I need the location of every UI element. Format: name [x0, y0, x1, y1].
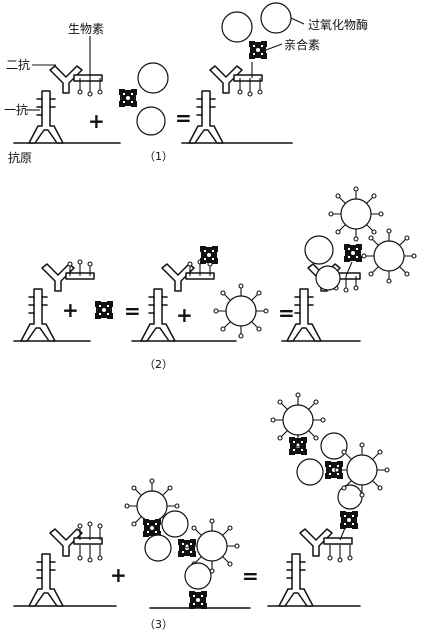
secondary-antibody — [209, 65, 263, 94]
peroxidase-circle — [296, 458, 324, 486]
plus-sign: + — [110, 563, 127, 587]
peroxidase-circle — [315, 265, 341, 291]
biotinylated-peroxidase — [361, 228, 417, 284]
biotin-group — [327, 527, 353, 563]
plus-sign: + — [88, 109, 105, 133]
peroxidase-circle — [260, 2, 292, 34]
plus-sign: + — [62, 298, 79, 322]
panel-2: + = + = （2） — [13, 186, 417, 371]
biotin-group — [77, 78, 103, 97]
primary-antibody — [140, 288, 176, 342]
peroxidase-circle — [137, 62, 169, 94]
abc-complex — [270, 392, 390, 529]
avidin — [95, 301, 113, 319]
primary-antibody — [278, 553, 314, 607]
primary-antibody — [188, 90, 224, 144]
peroxidase-circle — [304, 235, 334, 265]
primary-antibody — [28, 90, 64, 144]
avidin — [200, 246, 218, 264]
caption-panel-3: （3） — [144, 618, 173, 631]
abc-complex — [304, 186, 417, 291]
peroxidase-circle — [144, 534, 172, 562]
biotin-group — [237, 62, 263, 97]
secondary-antibody — [299, 528, 353, 557]
primary-antibody — [20, 288, 56, 342]
avidin — [249, 41, 267, 59]
label-primary-antibody: 一抗 — [4, 102, 28, 117]
panel-3: + = （3） — [13, 392, 390, 631]
equals-sign: = — [278, 301, 295, 325]
secondary-antibody — [161, 263, 215, 292]
avidin — [119, 89, 137, 107]
secondary-antibody — [49, 528, 103, 557]
peroxidase-circle — [136, 106, 166, 136]
peroxidase-circle — [184, 562, 212, 590]
biotin-group — [67, 259, 93, 276]
label-peroxidase: 过氧化物酶 — [308, 17, 368, 32]
equals-sign: = — [175, 106, 192, 130]
secondary-antibody — [49, 65, 103, 94]
enzyme-complex — [221, 2, 292, 59]
label-antigen: 抗原 — [8, 150, 32, 165]
peroxidase-circle — [221, 11, 253, 43]
biotinylated-peroxidase — [334, 442, 390, 498]
avidin — [340, 511, 358, 529]
caption-panel-1: （1） — [144, 150, 173, 163]
biotin-group — [333, 276, 359, 293]
peroxidase-circle — [320, 432, 348, 460]
biotin-group — [77, 521, 103, 563]
panel-1: 生物素 二抗 一抗 抗原 + = 过氧化物酶 亲合素 （1） — [4, 2, 368, 165]
label-biotin: 生物素 — [68, 22, 104, 36]
avidin — [189, 591, 207, 609]
secondary-antibody — [41, 263, 95, 292]
avidin — [344, 244, 362, 262]
biotinylated-peroxidase — [213, 283, 269, 339]
avidin — [143, 519, 161, 537]
avidin-free-enzyme-group — [119, 62, 169, 136]
caption-panel-2: （2） — [144, 358, 173, 371]
peroxidase-circle — [161, 510, 189, 538]
abc-complex — [124, 478, 240, 609]
equals-sign: = — [242, 564, 259, 588]
biotinylated-peroxidase — [270, 392, 326, 448]
biotinylated-peroxidase — [328, 186, 384, 242]
equals-sign: = — [124, 299, 141, 323]
plus-sign: + — [176, 303, 193, 327]
label-secondary-antibody: 二抗 — [6, 57, 30, 72]
label-avidin: 亲合素 — [284, 37, 320, 52]
primary-antibody — [28, 553, 64, 607]
